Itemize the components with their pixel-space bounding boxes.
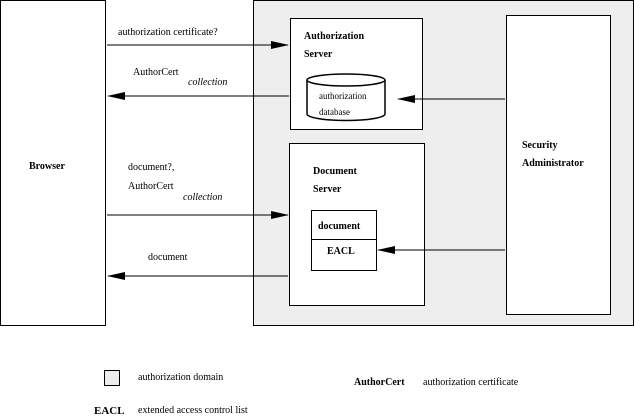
table-row-eacl: EACL <box>327 246 355 257</box>
legend-domain-swatch <box>104 370 120 386</box>
document-eacl-table <box>311 210 377 271</box>
database-label-2: database <box>319 107 350 117</box>
authorization-server-title-2: Server <box>304 49 333 60</box>
table-divider <box>312 239 376 240</box>
database-label-1: authorization <box>319 91 367 101</box>
authorization-server-title-1: Authorization <box>304 31 364 42</box>
security-administrator-label-1: Security <box>522 140 558 151</box>
document-server-title-2: Server <box>313 184 342 195</box>
security-administrator-box <box>506 15 611 315</box>
legend-eacl-definition: extended access control list <box>138 405 248 416</box>
browser-box <box>0 0 106 326</box>
flow-label-doc-request-1: document?, <box>128 162 175 173</box>
flow-label-doc-request-3: collection <box>183 192 223 203</box>
legend-domain-label: authorization domain <box>138 372 224 383</box>
database-cylinder-icon <box>306 73 386 122</box>
flow-label-auth-request: authorization certificate? <box>118 27 218 38</box>
security-administrator-label-2: Administrator <box>522 158 584 169</box>
document-server-title-1: Document <box>313 166 357 177</box>
flow-label-doc-return: document <box>148 252 188 263</box>
flow-label-authorcert-1: AuthorCert <box>133 67 179 78</box>
legend-authorcert-definition: authorization certificate <box>423 377 519 388</box>
flow-label-doc-request-2: AuthorCert <box>128 181 174 192</box>
legend-authorcert-term: AuthorCert <box>354 377 405 388</box>
table-row-document: document <box>318 221 361 232</box>
browser-label: Browser <box>29 161 65 172</box>
flow-label-authorcert-2: collection <box>188 77 228 88</box>
legend-eacl-term: EACL <box>94 405 125 417</box>
